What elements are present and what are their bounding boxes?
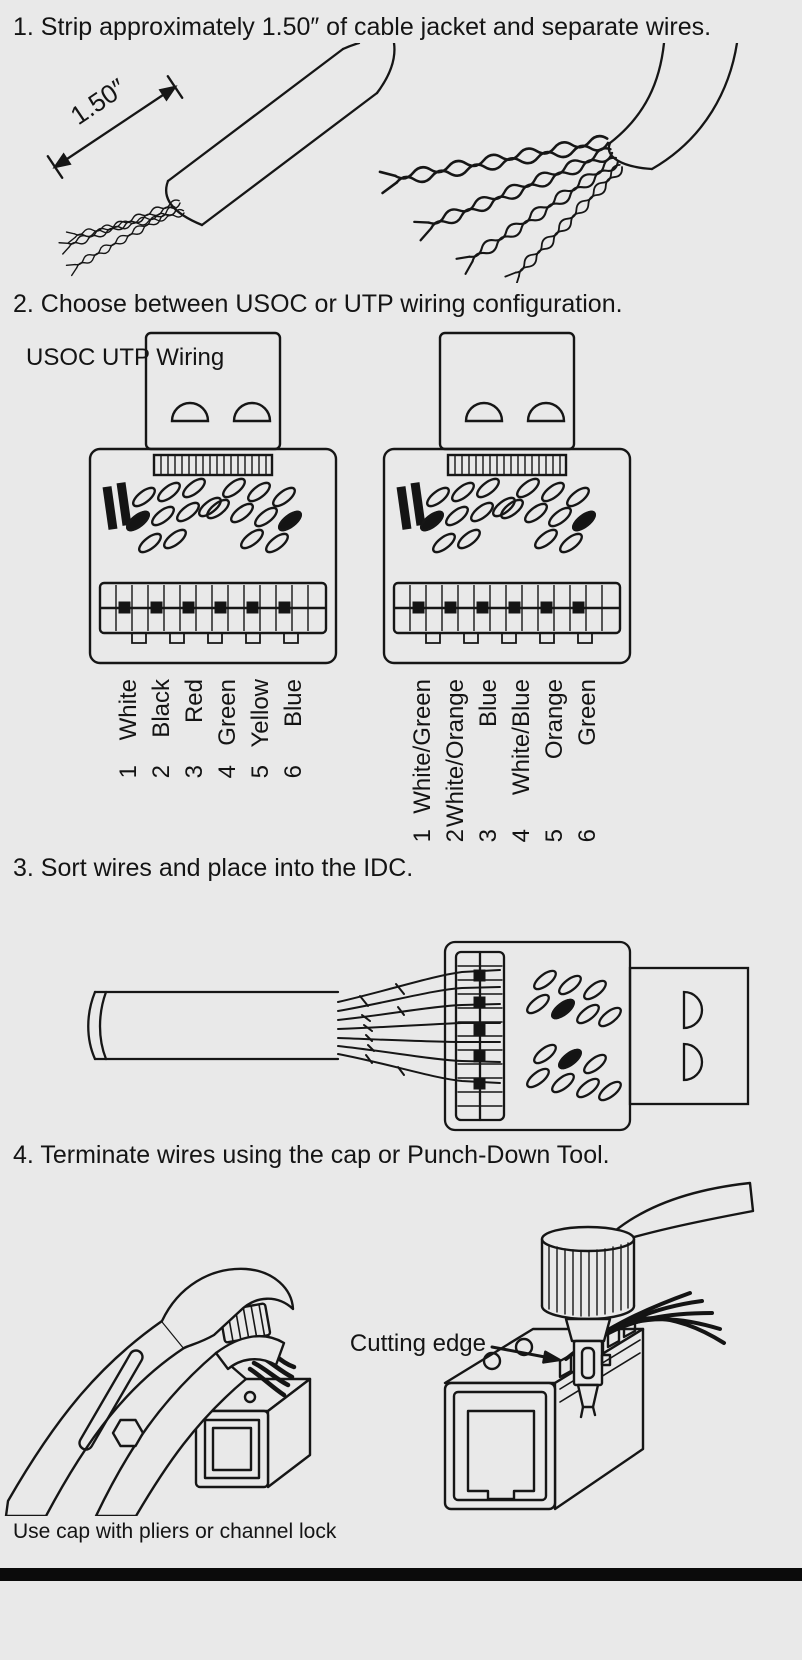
pin-number-label: 1 [409, 829, 436, 842]
jack-box-icon [194, 1377, 312, 1489]
pliers-icon [4, 1267, 295, 1516]
pin-color-label: White/Blue [508, 679, 535, 795]
utp-jack-diagram [384, 333, 630, 663]
cable-jacket-icon [87, 990, 340, 1060]
pin-color-label: White [115, 679, 142, 740]
pin-color-label: Yellow [247, 678, 274, 747]
terminate-wires-illustration: Cutting edge [4, 1181, 755, 1516]
stripped-cable-left-icon [57, 43, 396, 277]
sort-wires-illustration [87, 940, 750, 1131]
punch-down-tool-illustration [540, 1181, 755, 1419]
pin-color-label: Blue [475, 679, 502, 727]
cutting-edge-label: Cutting edge [350, 1330, 486, 1357]
pin-number-label: 6 [574, 829, 601, 842]
pin-color-label: Orange [541, 679, 568, 759]
pin-color-label: Black [148, 678, 175, 738]
usoc-jack-diagram [90, 333, 336, 663]
dimension-arrow-icon [46, 75, 184, 180]
separated-pairs-cable-icon [377, 43, 739, 284]
step-1-heading: 1. Strip approximately 1.50″ of cable ja… [13, 13, 712, 41]
pin-number-label: 2 [442, 829, 469, 842]
pin-number-label: 5 [247, 765, 274, 778]
step-3-heading: 3. Sort wires and place into the IDC. [13, 853, 414, 882]
pin-number-label: 1 [115, 765, 142, 778]
pin-number-label: 3 [475, 829, 502, 842]
pin-color-label: Green [214, 679, 241, 746]
pin-number-label: 4 [508, 829, 535, 842]
sorted-wires-icon [337, 968, 501, 1084]
pin-number-label: 3 [181, 765, 208, 778]
pin-number-label: 6 [280, 765, 307, 778]
pin-number-label: 4 [214, 765, 241, 778]
pin-number-label: 5 [541, 829, 568, 842]
step-2-heading: 2. Choose between USOC or UTP wiring con… [13, 290, 623, 319]
pin-color-label: White/Green [409, 679, 436, 814]
pin-color-label: White/Orange [442, 679, 469, 827]
usoc-pin-labels: White Black Red Green Yellow Blue 1 2 3 … [115, 678, 307, 778]
pin-color-label: Blue [280, 679, 307, 727]
hex-bolt-icon [111, 1418, 145, 1448]
utp-pin-labels: White/Green White/Orange Blue White/Blue… [409, 679, 601, 842]
cutting-edge-arrow-icon [490, 1345, 562, 1364]
pin-color-label: Red [181, 679, 208, 723]
pin-number-label: 2 [148, 765, 175, 778]
bottom-bar [0, 1568, 802, 1581]
caption-use-cap: Use cap with pliers or channel lock [13, 1520, 337, 1543]
pin-color-label: Green [574, 679, 601, 746]
step-4-heading: 4. Terminate wires using the cap or Punc… [13, 1140, 610, 1169]
wiring-configuration-illustration: USOC UTP Wiring White Black Red Green Ye… [26, 321, 802, 842]
wiring-title: USOC UTP Wiring [26, 344, 224, 371]
strip-cable-illustration: 1.50″ [46, 43, 739, 284]
jack-side-view-icon [443, 940, 750, 1131]
pliers-cap-illustration [4, 1267, 312, 1516]
